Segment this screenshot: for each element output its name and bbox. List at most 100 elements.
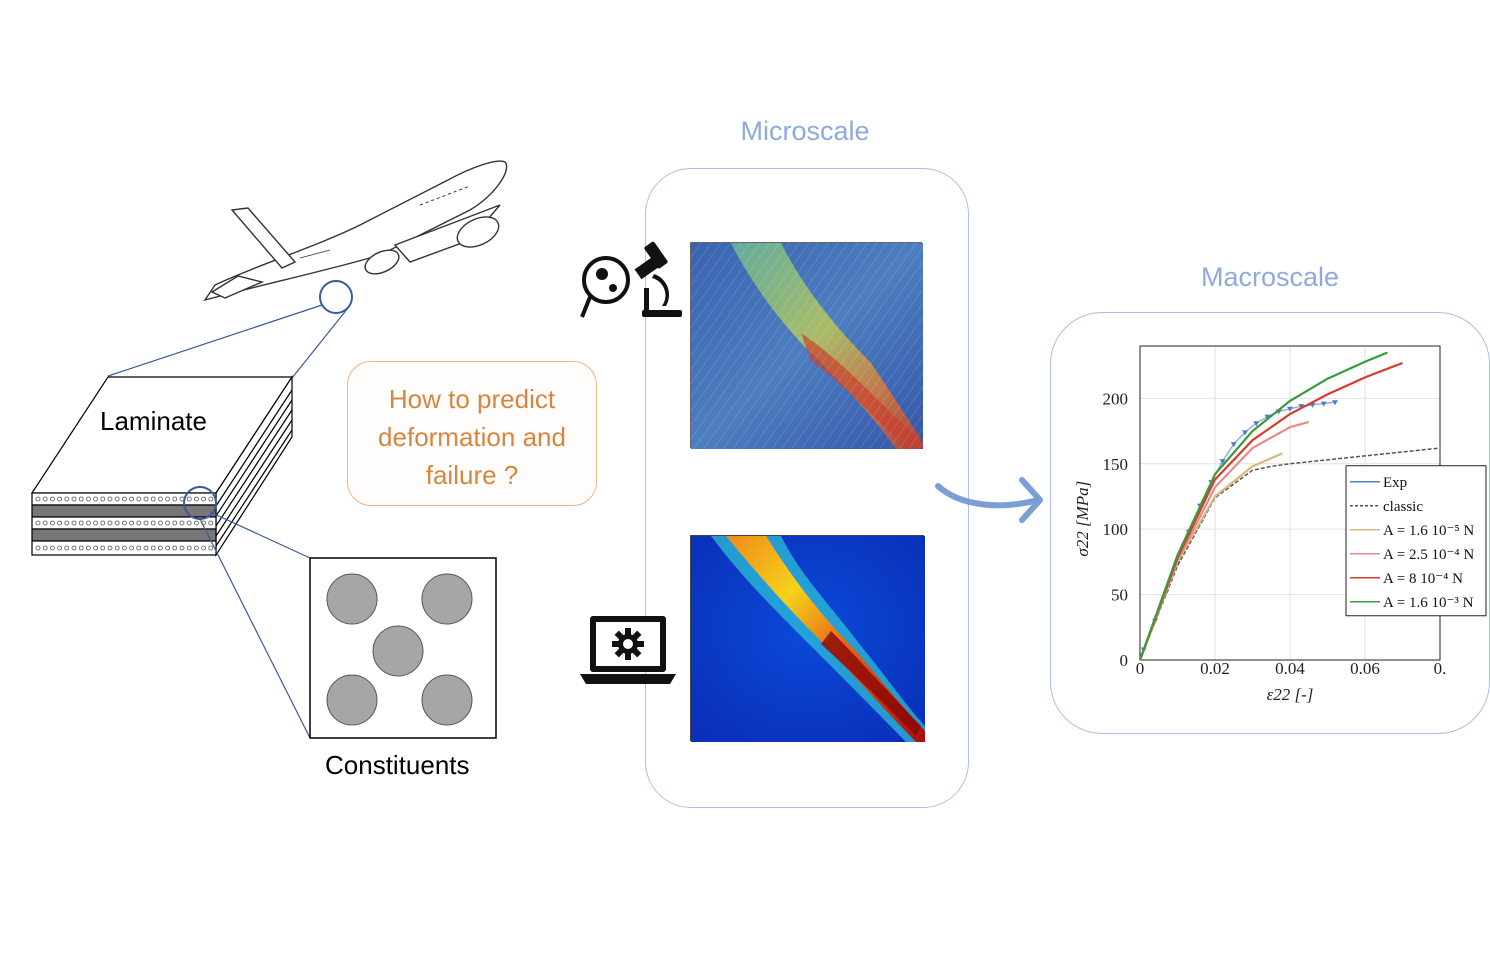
fiber-dot	[114, 496, 120, 502]
x-tick-label: 0.	[1434, 659, 1447, 678]
question-line-3: failure ?	[425, 460, 519, 490]
fiber-dot	[122, 496, 127, 502]
fiber-dot	[35, 496, 41, 502]
fiber-dot	[71, 496, 77, 502]
laminate-label: Laminate	[100, 406, 207, 436]
x-tick-label: 0.02	[1200, 659, 1230, 678]
fiber-dot	[42, 545, 48, 551]
fiber-dot	[129, 545, 135, 551]
fiber-dot	[193, 496, 199, 502]
fiber-dot	[42, 520, 48, 526]
fiber-dot	[186, 545, 192, 551]
fiber-dot	[129, 520, 135, 526]
laminate-block	[30, 374, 294, 558]
fiber-dot	[42, 496, 48, 502]
microscale-title: Microscale	[740, 116, 870, 146]
series-exp-line	[1143, 401, 1336, 650]
fiber-dot	[193, 545, 199, 551]
fiber-dot	[35, 545, 41, 551]
microscope-gears-icon	[580, 241, 682, 318]
x-axis-label: ε22 [-]	[1267, 685, 1314, 704]
microscale-panel	[645, 168, 969, 808]
question-line-1: How to predict	[388, 384, 556, 414]
fiber-dot	[129, 496, 135, 502]
fiber-dot	[179, 520, 185, 526]
x-tick-label: 0.06	[1350, 659, 1380, 678]
y-tick-label: 50	[1111, 586, 1128, 605]
fiber-dot	[201, 545, 207, 551]
data-point-exp	[1242, 430, 1248, 436]
fiber-dot	[57, 545, 62, 551]
legend-label: Exp	[1383, 475, 1407, 491]
y-tick-label: 200	[1103, 389, 1129, 408]
fiber-dot	[208, 545, 214, 551]
data-point-exp	[1287, 406, 1293, 412]
x-tick-label: 0.04	[1275, 659, 1305, 678]
experimental-strain-map	[690, 242, 923, 449]
fiber-dot	[172, 496, 178, 502]
fiber-dot	[78, 545, 84, 551]
laptop-gear-icon	[580, 616, 676, 684]
data-point-exp	[1253, 421, 1260, 427]
fiber-dot	[35, 520, 41, 526]
y-tick-label: 150	[1103, 455, 1129, 474]
fiber-dot	[78, 496, 84, 502]
legend-label: classic	[1383, 499, 1423, 515]
fiber-dot	[165, 520, 171, 526]
y-tick-label: 100	[1103, 520, 1129, 539]
fiber-dot	[114, 520, 120, 526]
fiber-dot	[50, 496, 55, 502]
fiber-dot	[136, 520, 142, 526]
legend-label: A = 1.6 10⁻⁵ N	[1383, 523, 1474, 539]
fiber-dot	[50, 520, 55, 526]
x-tick-label: 0	[1136, 659, 1145, 678]
fiber-dot	[143, 520, 149, 526]
fiber-dot	[71, 545, 77, 551]
fiber-dot	[64, 496, 70, 502]
fiber-dot	[122, 545, 127, 551]
fiber-dot	[157, 496, 163, 502]
fiber-dot	[179, 545, 185, 551]
fiber-dot	[86, 520, 91, 526]
question-box: How to predict deformation and failure ?	[347, 361, 597, 506]
fiber-dot	[107, 520, 113, 526]
simulation-strain-map	[690, 535, 925, 742]
fiber-dot	[165, 545, 171, 551]
fiber-dot	[150, 545, 156, 551]
fiber-dot	[78, 520, 84, 526]
legend-box	[1345, 465, 1487, 617]
fiber-dot	[208, 520, 214, 526]
constituents-cell	[309, 557, 497, 739]
fiber-dot	[150, 496, 156, 502]
fiber-dot	[64, 520, 70, 526]
fiber-dot	[186, 496, 192, 502]
fiber-dot	[86, 545, 91, 551]
data-point-exp	[1298, 404, 1305, 410]
fiber-dot	[136, 496, 142, 502]
fiber-dot	[208, 496, 214, 502]
constituents-label: Constituents	[325, 750, 470, 780]
fiber-dot	[107, 496, 113, 502]
legend-label: A = 2.5 10⁻⁴ N	[1383, 547, 1474, 563]
fiber-dot	[172, 520, 178, 526]
data-point-exp	[1219, 459, 1226, 465]
fiber-dot	[136, 545, 142, 551]
airplane-sketch	[203, 160, 508, 302]
fiber-dot	[57, 496, 62, 502]
fiber-dot	[64, 545, 70, 551]
fiber-dot	[71, 520, 77, 526]
fiber-dot	[165, 496, 171, 502]
fiber-dot	[93, 496, 98, 502]
laminate-diagram	[30, 160, 508, 739]
legend-label: A = 1.6 10⁻³ N	[1383, 595, 1474, 611]
data-point-exp	[1332, 400, 1338, 406]
fiber-dot	[150, 520, 156, 526]
series-line-1	[1139, 447, 1441, 661]
macroscale-title: Macroscale	[1200, 262, 1340, 292]
data-point-exp	[1230, 442, 1237, 448]
y-axis-label: σ22 [MPa]	[1073, 481, 1092, 557]
data-point-exp	[1264, 414, 1271, 420]
data-point-exp	[1320, 401, 1327, 407]
